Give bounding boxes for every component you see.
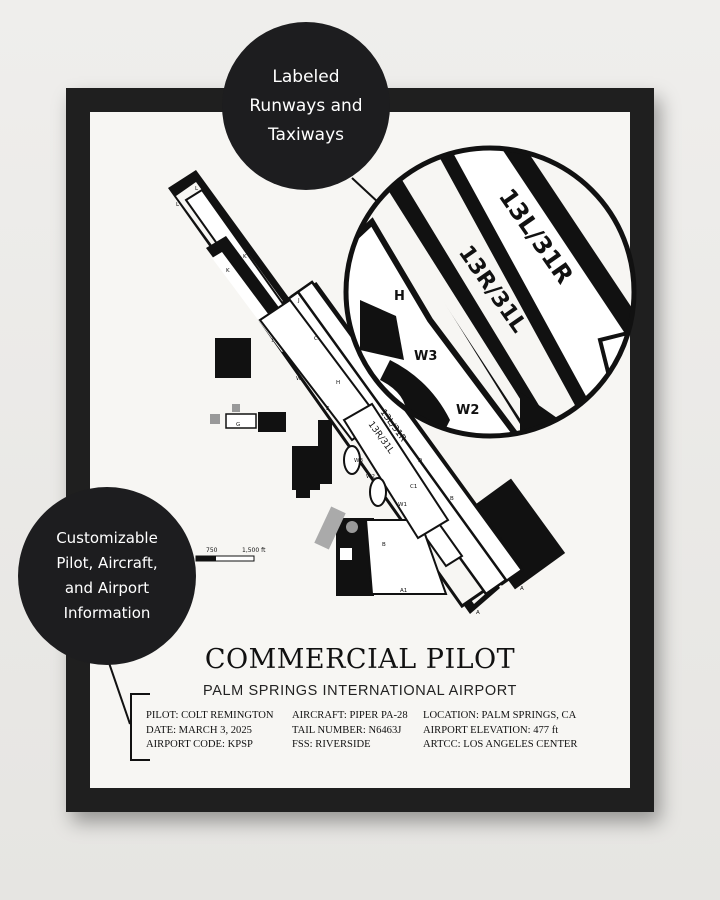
fss: FSS: RIVERSIDE [292,739,371,750]
terminal-block [215,338,251,378]
taxiway-label: C [314,336,318,342]
info-column-pilot: PILOT: COLT REMINGTON DATE: MARCH 3, 202… [146,709,274,753]
airport-elevation: AIRPORT ELEVATION: 477 ft [423,724,559,736]
callout-line: Labeled [272,66,340,87]
taxiway-label: A1 [400,588,407,594]
scale-bar: 750 1,500 ft [195,547,266,562]
location: LOCATION: PALM SPRINGS, CA [423,710,577,721]
taxiway-label: K [226,268,230,274]
pilot-name: PILOT: COLT REMINGTON [146,710,274,721]
taxiway-label: J [271,337,274,343]
taxiway-label: W1 [398,502,407,508]
info-bracket [130,693,150,761]
callout-line: Runways and [249,95,363,116]
callout-line: Pilot, Aircraft, [56,554,158,572]
taxiway-label: K [243,254,247,260]
taxiway-label: G [236,422,240,428]
taxiway-label: W [296,376,302,382]
taxiway-label: B [450,496,454,502]
taxiway-label: A [476,610,480,616]
info-column-location: LOCATION: PALM SPRINGS, CA AIRPORT ELEVA… [423,709,577,753]
callout-customizable-info: Customizable Pilot, Aircraft, and Airpor… [18,487,196,665]
hangar-block [258,412,286,432]
flight-date: DATE: MARCH 3, 2025 [146,724,252,736]
callout-line: Taxiways [267,124,344,145]
scale-label-1500: 1,500 ft [242,547,266,554]
taxiway-label: A [520,586,524,592]
poster-title: COMMERCIAL PILOT [204,644,516,675]
taxiway-label: H [336,380,340,386]
callout-line: and Airport [64,579,150,597]
callout-line: Information [63,604,151,622]
callout-labeled-runways: Labeled Runways and Taxiways [222,22,390,190]
scale-label-750: 750 [206,547,218,554]
taxiway-label: L [195,186,199,192]
taxiway-label: B [382,542,386,548]
taxiway-label: W2 [366,474,375,480]
taxiway-label: C1 [410,484,417,490]
aircraft: AIRCRAFT: PIPER PA-28 [292,710,408,721]
taxiway-label: D [418,458,422,464]
info-column-aircraft: AIRCRAFT: PIPER PA-28 TAIL NUMBER: N6463… [292,709,408,753]
artcc: ARTCC: LOS ANGELES CENTER [423,739,578,750]
callout-line: Customizable [56,529,158,547]
poster-subtitle: PALM SPRINGS INTERNATIONAL AIRPORT [203,683,517,699]
taxiway-label: E [326,406,330,412]
airport-code: AIRPORT CODE: KPSP [146,739,253,750]
taxiway-label: J [297,298,300,304]
taxiway-label: L [176,202,180,208]
tail-number: TAIL NUMBER: N6463J [292,724,402,736]
taxiway-label: W3 [354,458,363,464]
